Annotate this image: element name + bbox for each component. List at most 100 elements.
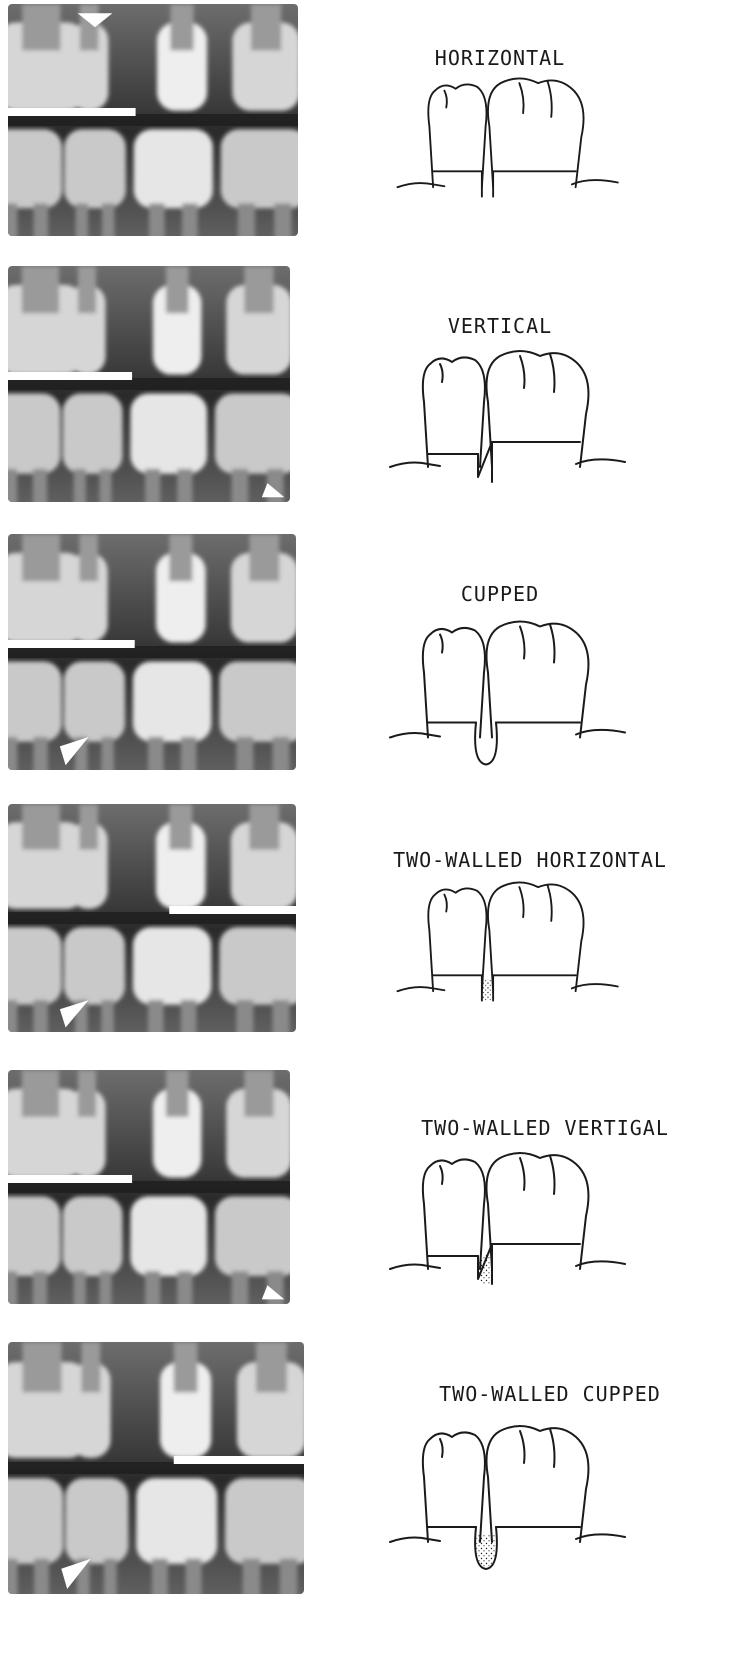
left-tooth-cusp-line xyxy=(440,1439,443,1457)
lower-tooth-crown xyxy=(221,129,298,208)
lower-tooth-root xyxy=(8,1271,17,1304)
lower-tooth-root xyxy=(33,1000,48,1032)
film-marker-bar xyxy=(169,906,296,914)
lower-tooth-crown xyxy=(64,661,125,741)
lower-tooth-root xyxy=(33,469,47,502)
left-tooth-cusp-line xyxy=(440,635,443,653)
lower-tooth-crown xyxy=(130,1196,207,1276)
lower-tooth-root xyxy=(74,469,86,502)
bone-wall-stipple xyxy=(476,1535,495,1567)
lower-tooth-crown xyxy=(215,1196,290,1276)
panel-two-walled-cupped: TWO-WALLED CUPPED xyxy=(0,1336,732,1656)
lower-tooth-root xyxy=(34,1559,49,1594)
upper-tooth-root xyxy=(79,534,97,581)
radiograph-two-walled-vertical xyxy=(8,1070,290,1304)
radiograph-cupped xyxy=(8,534,296,770)
right-tooth-outline xyxy=(487,351,589,467)
lower-tooth-root xyxy=(182,204,198,236)
upper-tooth-root xyxy=(80,4,99,50)
lower-tooth-crown xyxy=(8,129,62,208)
left-tooth-outline xyxy=(423,1432,485,1542)
lower-tooth-root xyxy=(33,737,48,770)
upper-tooth-root xyxy=(166,1070,189,1117)
label-cupped: CUPPED xyxy=(330,582,670,606)
tooth-diagram-cupped xyxy=(380,610,640,775)
lower-tooth-root xyxy=(99,469,111,502)
lower-tooth-crown xyxy=(64,129,126,208)
lower-tooth-crown xyxy=(64,927,125,1005)
lower-tooth-crown xyxy=(133,927,211,1005)
gum-line xyxy=(390,1534,625,1542)
tooth-diagram-two-walled-vertical xyxy=(380,1144,640,1304)
lower-tooth-crown xyxy=(8,393,60,473)
lower-tooth-root xyxy=(8,204,17,236)
lower-tooth-root xyxy=(149,204,165,236)
lower-tooth-root xyxy=(280,1559,298,1594)
lower-tooth-crown xyxy=(219,661,296,741)
lower-tooth-crown xyxy=(8,1196,60,1276)
panel-two-walled-horizontal: TWO-WALLED HORIZONTAL xyxy=(0,800,732,1050)
radiograph-vertical xyxy=(8,266,290,502)
label-two-walled-vertical: TWO-WALLED VERTIGAL xyxy=(360,1116,730,1140)
upper-tooth-root xyxy=(81,1342,100,1392)
upper-tooth-root xyxy=(244,1070,273,1117)
label-horizontal: HORIZONTAL xyxy=(330,46,670,70)
film-marker-bar xyxy=(8,1175,132,1183)
right-tooth-cusp-line xyxy=(550,1156,555,1194)
lower-tooth-root xyxy=(101,737,113,770)
lower-tooth-root xyxy=(101,1000,113,1032)
right-tooth-cusp-line xyxy=(520,1158,525,1190)
lower-tooth-root xyxy=(145,1271,160,1304)
lower-tooth-root xyxy=(181,737,197,770)
lower-tooth-crown xyxy=(136,1478,217,1564)
film-marker-bar xyxy=(8,372,132,380)
upper-tooth-root xyxy=(22,534,60,581)
lower-tooth-root xyxy=(74,1271,86,1304)
lower-tooth-crown xyxy=(130,393,207,473)
upper-tooth-root xyxy=(244,266,273,313)
panel-vertical: VERTICAL xyxy=(0,262,732,512)
upper-tooth-root xyxy=(174,1342,198,1392)
gum-line xyxy=(398,984,618,991)
lower-tooth-crown xyxy=(134,129,213,208)
lower-tooth-root xyxy=(102,204,115,236)
lower-tooth-root xyxy=(232,469,249,502)
lower-tooth-crown xyxy=(8,661,62,741)
lower-tooth-root xyxy=(8,469,17,502)
lower-tooth-root xyxy=(232,1271,249,1304)
film-marker-bar xyxy=(174,1456,304,1464)
lower-tooth-root xyxy=(236,737,253,770)
upper-tooth-root xyxy=(166,266,189,313)
radiograph-two-walled-cupped xyxy=(8,1342,304,1594)
lower-tooth-crown xyxy=(8,927,62,1005)
panel-cupped: CUPPED xyxy=(0,530,732,780)
upper-tooth-root xyxy=(249,804,279,850)
lower-tooth-crown xyxy=(65,1478,128,1564)
left-tooth-outline xyxy=(423,628,485,738)
lower-tooth-crown xyxy=(215,393,290,473)
lower-tooth-root xyxy=(274,204,291,236)
right-tooth-cusp-line xyxy=(550,625,555,663)
right-tooth-cusp-line xyxy=(548,81,552,117)
right-tooth-cusp-line xyxy=(550,354,555,392)
lower-tooth-root xyxy=(8,1559,17,1594)
gum-line xyxy=(390,459,625,467)
tooth-diagram-horizontal xyxy=(380,70,640,220)
lower-tooth-root xyxy=(76,204,89,236)
radiograph-horizontal xyxy=(8,4,298,236)
lower-tooth-root xyxy=(243,1559,261,1594)
upper-tooth-root xyxy=(251,4,281,50)
upper-tooth-root xyxy=(169,804,192,850)
lower-tooth-crown xyxy=(225,1478,304,1564)
tooth-diagram-vertical xyxy=(380,342,640,502)
lower-tooth-root xyxy=(148,1000,164,1032)
film-marker-bar xyxy=(8,108,136,116)
right-tooth-cusp-line xyxy=(519,83,523,113)
cupped-defect-outline xyxy=(475,723,497,765)
lower-tooth-root xyxy=(104,1559,117,1594)
gum-line xyxy=(398,180,618,187)
lower-tooth-root xyxy=(272,737,289,770)
lower-tooth-root xyxy=(181,1000,197,1032)
lower-tooth-root xyxy=(177,1271,192,1304)
left-tooth-outline xyxy=(423,357,485,467)
